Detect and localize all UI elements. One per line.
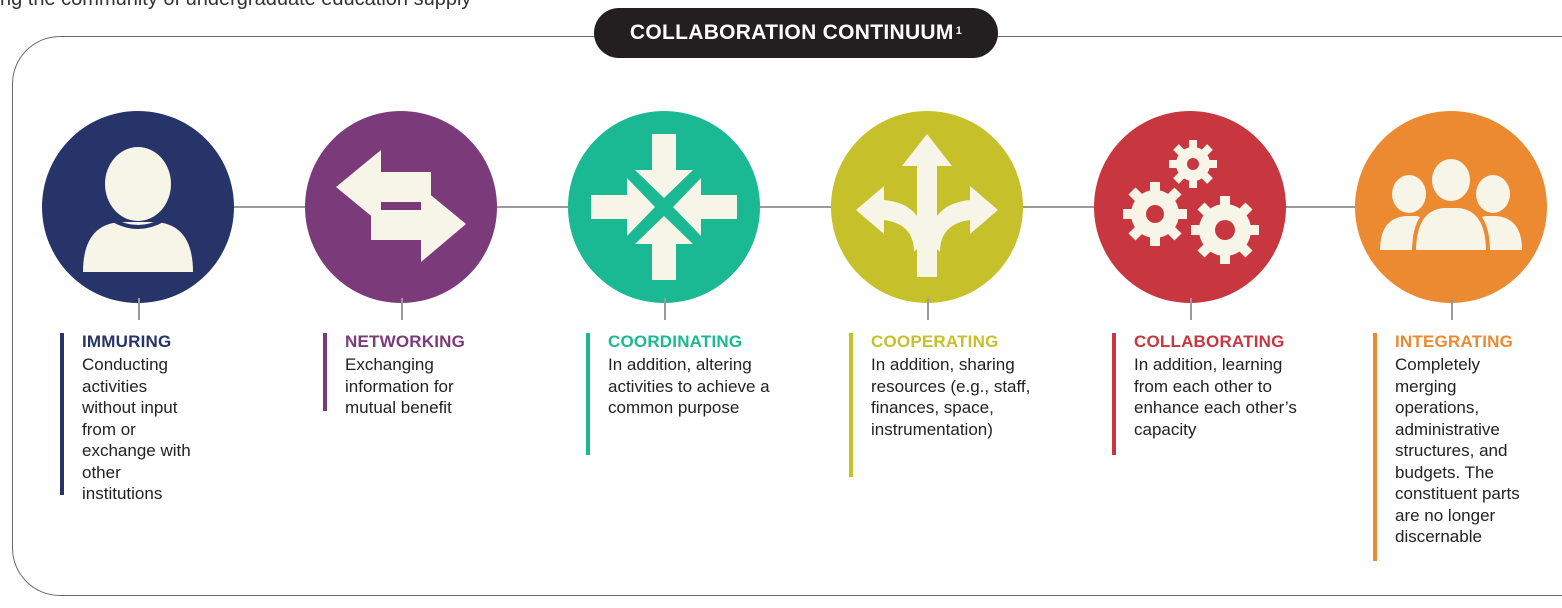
stage-immuring: IMMURING Conducting activities without i… xyxy=(42,0,312,608)
networking-circle xyxy=(305,111,497,303)
stage-description: In addition, learning from each other to… xyxy=(1134,355,1297,439)
stage-integrating: INTEGRATING Completely merging operation… xyxy=(1355,0,1562,608)
coordinating-circle xyxy=(568,111,760,303)
accent-bar xyxy=(586,333,590,455)
gears-icon xyxy=(1123,140,1259,264)
accent-bar xyxy=(1112,333,1116,455)
stage-label: NETWORKING xyxy=(345,332,466,351)
title-text: COLLABORATION CONTINUUM xyxy=(629,21,954,44)
stage-label: INTEGRATING xyxy=(1395,332,1514,351)
accent-bar xyxy=(1373,333,1377,561)
person-icon xyxy=(83,147,193,272)
stage-label: IMMURING xyxy=(82,332,172,351)
stage-description: Exchanging information for mutual benefi… xyxy=(345,355,454,417)
integrating-circle xyxy=(1355,111,1547,303)
stage-description: Completely merging operations, administr… xyxy=(1395,355,1520,546)
accent-bar xyxy=(849,333,853,477)
stage-cooperating: COOPERATING In addition, sharing resourc… xyxy=(831,0,1101,608)
cooperating-circle xyxy=(831,111,1023,303)
stage-label: COOPERATING xyxy=(871,332,999,351)
partial-top-text: ng the community of undergraduate educat… xyxy=(0,0,471,11)
accent-bar xyxy=(323,333,327,411)
tick-mark xyxy=(401,298,403,320)
tick-mark xyxy=(664,298,666,320)
tick-mark xyxy=(1451,298,1453,320)
stage-label: COLLABORATING xyxy=(1134,332,1285,351)
stage-collaborating: COLLABORATING In addition, learning from… xyxy=(1094,0,1364,608)
immuring-circle xyxy=(42,111,234,303)
branching-arrows-icon xyxy=(856,134,998,277)
exchange-arrows-icon xyxy=(336,150,466,262)
stage-label: COORDINATING xyxy=(608,332,743,351)
title-footnote-mark: 1 xyxy=(955,25,963,37)
converging-arrows-icon xyxy=(591,134,737,280)
group-icon xyxy=(1380,155,1522,254)
accent-bar xyxy=(60,333,64,495)
tick-mark xyxy=(927,298,929,320)
tick-mark xyxy=(138,298,140,320)
tick-mark xyxy=(1190,298,1192,320)
stage-description: In addition, sharing resources (e.g., st… xyxy=(871,355,1031,439)
stage-description: Conducting activities without input from… xyxy=(82,355,191,503)
collaborating-circle xyxy=(1094,111,1286,303)
stage-coordinating: COORDINATING In addition, altering activ… xyxy=(568,0,838,608)
stage-networking: NETWORKING Exchanging information for mu… xyxy=(305,0,575,608)
stage-description: In addition, altering activities to achi… xyxy=(608,355,770,417)
connector-line xyxy=(138,206,1453,208)
